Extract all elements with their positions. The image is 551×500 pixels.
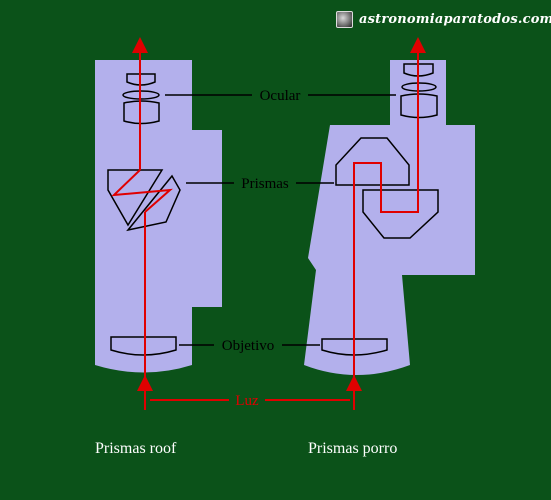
- porro-prisms: [335, 137, 439, 239]
- caption-porro: Prismas porro: [308, 440, 398, 457]
- caption-roof: Prismas roof: [95, 440, 177, 457]
- roof-body: [95, 60, 222, 373]
- roof-objective-lens: [110, 336, 177, 356]
- leader-lines: [165, 94, 396, 346]
- porro-binocular: [304, 37, 475, 410]
- roof-binocular: [95, 37, 222, 410]
- saturn-logo-icon: [336, 10, 353, 28]
- porro-objective-lens: [321, 338, 388, 356]
- roof-light-path: [111, 37, 173, 410]
- label-prisms: Prismas: [241, 176, 289, 192]
- label-objective: Objetivo: [222, 338, 275, 354]
- label-light: Luz: [235, 393, 259, 409]
- porro-light-path: [346, 37, 426, 410]
- watermark-text: astronomiaparatodos.com: [359, 11, 551, 27]
- label-eyepiece: Ocular: [260, 88, 301, 104]
- site-watermark: astronomiaparatodos.com: [336, 9, 551, 29]
- porro-body: [304, 60, 475, 375]
- roof-prisms: [107, 169, 181, 232]
